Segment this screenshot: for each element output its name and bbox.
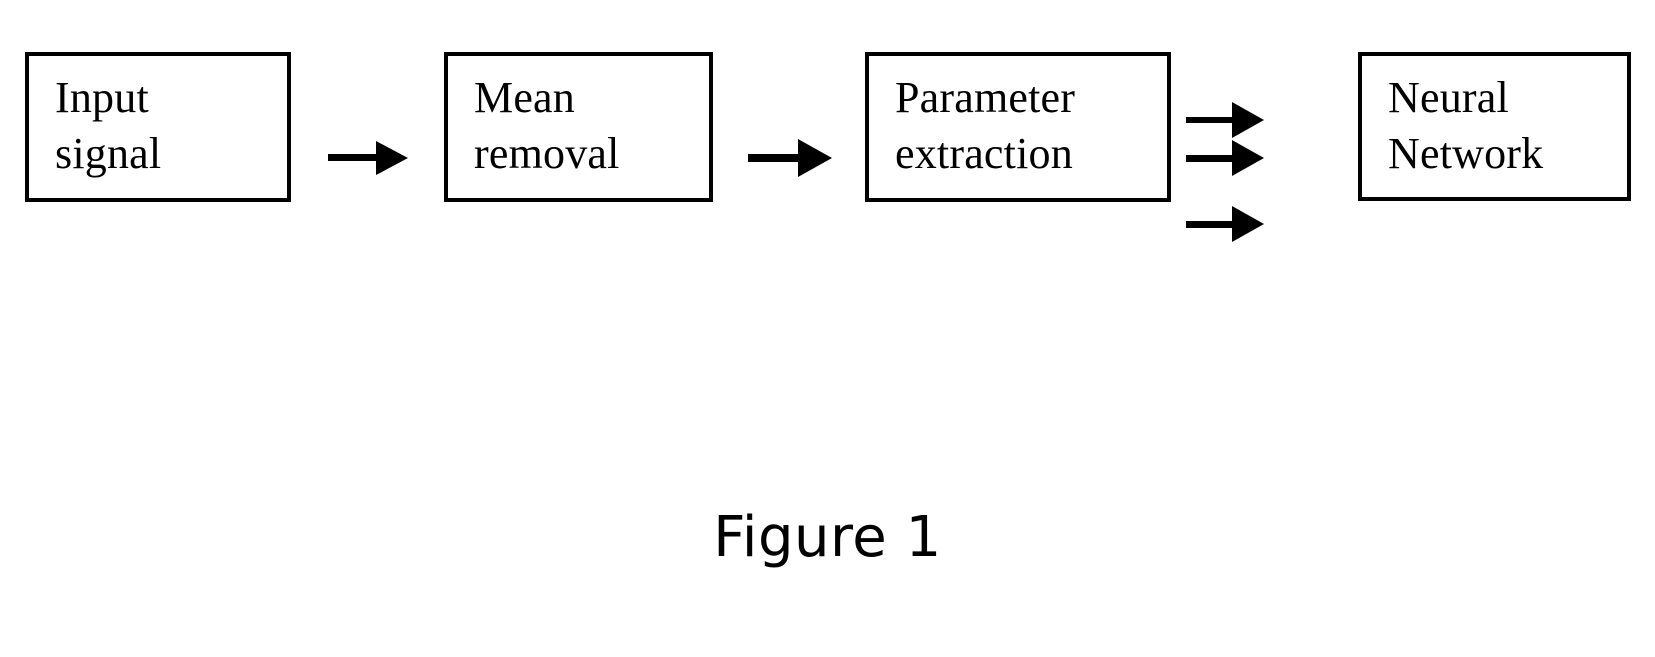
figure-caption-text: Figure 1 xyxy=(713,505,942,570)
block-input-signal: Input signal xyxy=(25,52,291,202)
arrow-right-icon xyxy=(1186,206,1264,242)
block-mean-removal: Mean removal xyxy=(444,52,713,202)
block-neural-network: Neural Network xyxy=(1358,52,1631,201)
arrow-right-icon xyxy=(748,139,832,177)
block-mean-removal-label: Mean removal xyxy=(474,73,620,179)
block-parameter-extraction: Parameter extraction xyxy=(865,52,1171,202)
block-parameter-extraction-label: Parameter extraction xyxy=(895,73,1076,179)
arrow-right-icon xyxy=(1186,140,1264,176)
block-neural-network-label: Neural Network xyxy=(1388,73,1544,179)
arrow-right-icon xyxy=(1186,102,1264,138)
block-input-signal-label: Input signal xyxy=(55,73,162,179)
arrow-right-icon xyxy=(328,141,408,175)
figure-caption: Figure 1 xyxy=(0,505,1655,570)
